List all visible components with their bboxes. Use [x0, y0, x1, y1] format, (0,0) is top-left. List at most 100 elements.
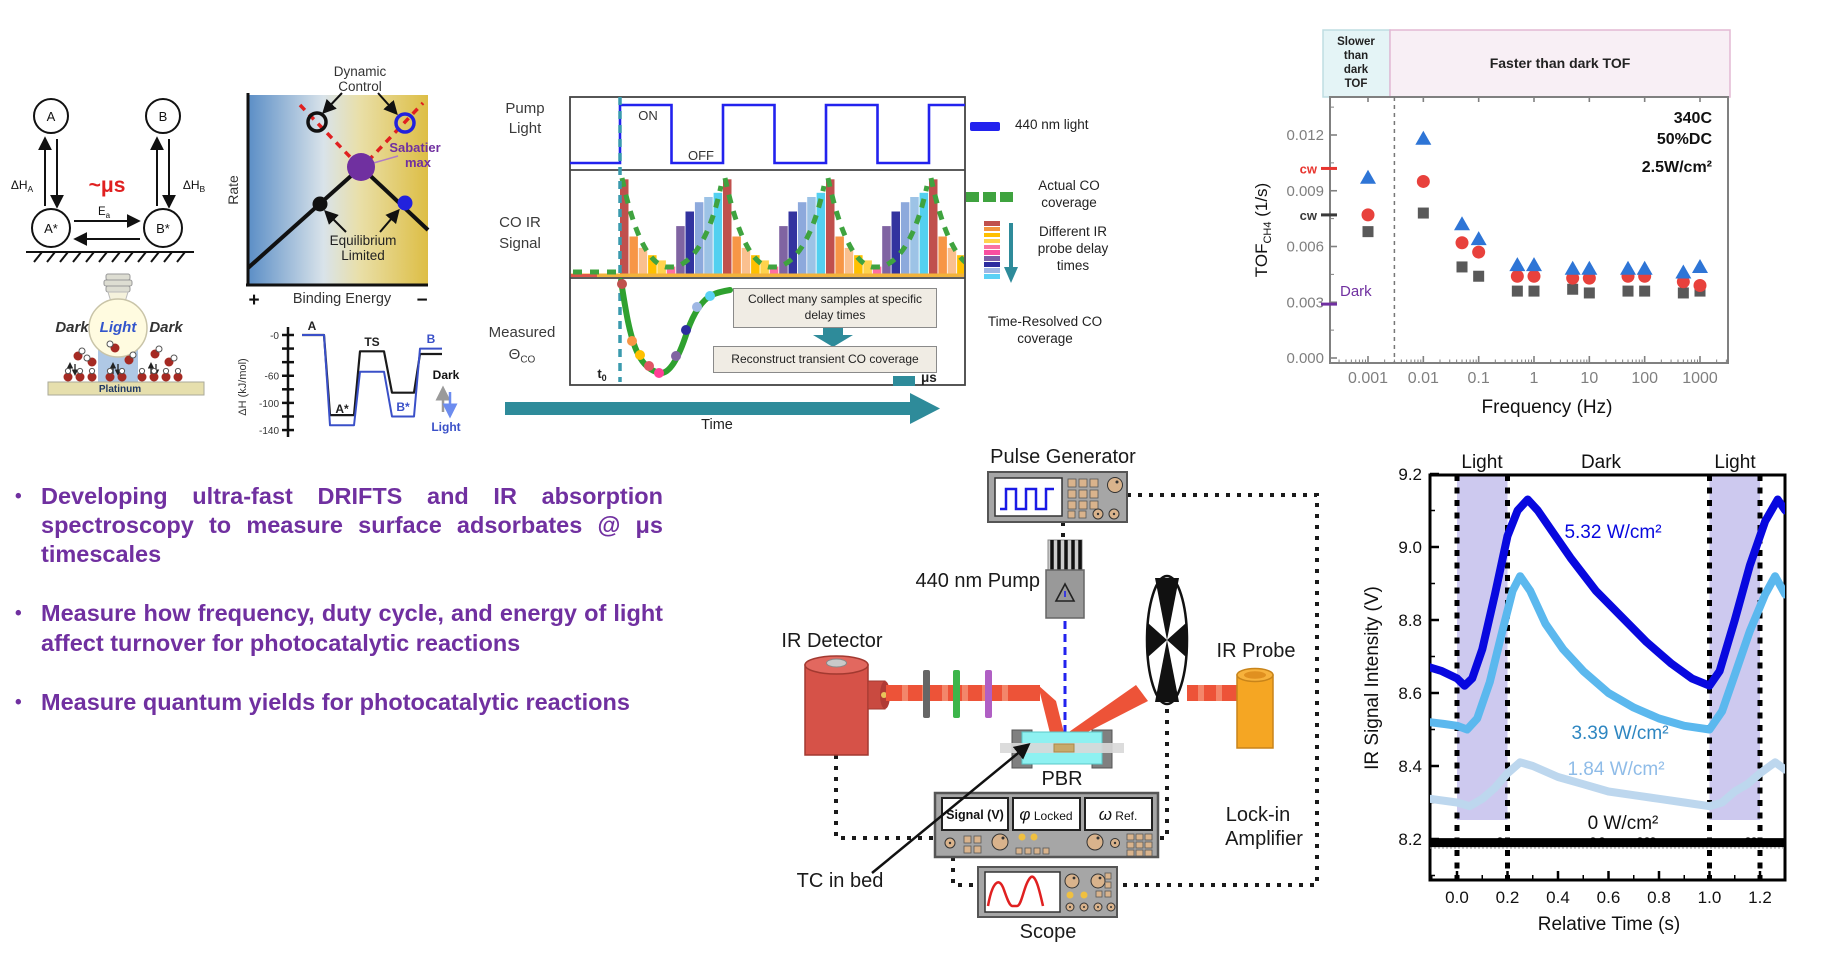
- x-tick-label: 0.1: [1468, 370, 1490, 387]
- delay-sample-dot: [635, 350, 645, 360]
- legend-delay-line3: times: [1056, 257, 1090, 273]
- light-band: [1709, 475, 1760, 820]
- surface-hatching: [26, 251, 194, 263]
- energy-diagram: -0-60-100-140 ΔH (kJ/mol) A TS B A* B* D…: [237, 319, 461, 437]
- y-tick-label: 0.006: [1286, 239, 1324, 256]
- co-bar: [929, 179, 938, 276]
- legend-actual-line1: Actual CO: [1038, 178, 1100, 193]
- co-bar: [891, 211, 900, 276]
- volcano-curves: [246, 92, 430, 270]
- data-point-circle: [1676, 275, 1690, 289]
- reference-label: cw: [1300, 208, 1318, 223]
- x-tick-label: 0.8: [1647, 888, 1671, 907]
- envelope-cycle: [619, 177, 724, 270]
- dark-right-label: Dark: [149, 319, 183, 336]
- reconstruct-box: Reconstruct transient CO coverage: [713, 346, 937, 373]
- co-baseline: [571, 273, 964, 277]
- data-point-circle: [1693, 279, 1707, 293]
- pbr-label: PBR: [1041, 768, 1082, 790]
- pump-light-waveform: [570, 103, 965, 165]
- state-b-label: B: [159, 109, 168, 124]
- tof-frame: [1329, 96, 1729, 364]
- lockin-display-signal: Signal (V): [946, 808, 1004, 822]
- data-point-circle: [1510, 269, 1524, 283]
- dynamic-point-dark: [306, 111, 328, 133]
- energy-tick-label: -0: [270, 331, 279, 342]
- series-1.84 W/cm²: [1430, 758, 1785, 811]
- measured-row-label-1: Measured: [489, 324, 556, 341]
- delay-color-swatch: [984, 268, 1000, 273]
- legend-resolved-label: Time-Resolved CO coverage: [970, 314, 1120, 348]
- sabatier-max-point: [347, 153, 375, 181]
- faster-band: [1389, 29, 1731, 98]
- tof-plot: Slower than dark TOF Faster than dark TO…: [1252, 29, 1731, 418]
- volcano-axes: [246, 93, 428, 287]
- dynamic-control-label-2: Control: [338, 79, 382, 94]
- ir-probe-label: IR Probe: [1217, 640, 1296, 662]
- black-trace-bump: [1598, 837, 1606, 845]
- tc-label: TC in bed: [797, 870, 884, 892]
- lockin-label-2: Amplifier: [1225, 828, 1303, 850]
- data-point-square: [1417, 207, 1429, 219]
- data-point-square: [1639, 285, 1651, 297]
- actual-coverage-envelope: [573, 177, 964, 275]
- legend-resolved-line1: Time-Resolved CO: [987, 314, 1103, 329]
- data-point-triangle: [1415, 130, 1432, 145]
- black-trace-bump: [1636, 837, 1644, 845]
- y-tick-label: 0.003: [1286, 294, 1324, 311]
- tof-annotation-temp: 340C: [1674, 110, 1713, 127]
- delay-color-swatch: [984, 226, 1000, 232]
- data-point-triangle: [1691, 258, 1708, 273]
- data-point-square: [1528, 285, 1540, 297]
- y-tick-label: 9.0: [1398, 538, 1422, 557]
- ir-top-light-1: Light: [1461, 452, 1503, 473]
- x-tick-label: 1.2: [1748, 888, 1772, 907]
- tof-ylabel: TOFCH4 (1/s): [1252, 183, 1274, 277]
- data-point-square: [1622, 285, 1634, 297]
- energy-a-label: A: [308, 319, 317, 333]
- co-bar: [872, 266, 882, 276]
- pulse-generator: [987, 471, 1128, 523]
- bullet-text-3: Measure quantum yields for photocatalyti…: [41, 688, 630, 715]
- y-tick-label: 8.2: [1398, 830, 1422, 849]
- bullet-item-2: • Measure how frequency, duty cycle, and…: [15, 599, 663, 657]
- ir-probe: [1236, 667, 1274, 749]
- data-point-triangle: [1454, 216, 1471, 231]
- co-bar: [957, 255, 964, 276]
- legend-actual-label: Actual CO coverage: [1014, 178, 1124, 212]
- delay-color-swatch: [984, 221, 1000, 226]
- data-point-triangle: [1636, 260, 1653, 275]
- ir-top-dark: Dark: [1581, 452, 1622, 473]
- black-trace-bump: [1496, 837, 1504, 845]
- data-point-square: [1677, 287, 1689, 299]
- apparatus-diagram: Pulse Generator 440 nm Pump IR Detector: [781, 446, 1319, 943]
- data-point-circle: [1566, 271, 1580, 285]
- co-bar: [704, 197, 713, 276]
- x-tick-label: 10: [1580, 370, 1598, 387]
- volcano-ylabel: Rate: [225, 175, 241, 205]
- series-label: 3.39 W/cm²: [1571, 723, 1668, 744]
- data-point-triangle: [1525, 257, 1542, 272]
- x-tick-label: 0.2: [1496, 888, 1520, 907]
- y-tick-label: 8.4: [1398, 757, 1422, 776]
- series-3.39 W/cm²: [1430, 572, 1785, 734]
- pulse-generator-label: Pulse Generator: [990, 446, 1136, 468]
- equilibrium-label-1: Equilibrium: [330, 233, 397, 248]
- co-bar: [694, 202, 704, 276]
- co-bar: [797, 202, 807, 276]
- envelope-cycle: [825, 177, 930, 270]
- co-bar: [788, 211, 797, 276]
- y-tick-label: 8.6: [1398, 684, 1422, 703]
- delay-sample-dot: [671, 351, 681, 361]
- light-label: Light: [100, 319, 138, 336]
- delay-color-swatch: [984, 256, 1000, 261]
- lock-in-amplifier: [933, 791, 1160, 859]
- co-bar: [844, 247, 854, 276]
- pump-light-row-label-2: Light: [509, 120, 542, 137]
- state-a-label: A: [47, 109, 56, 124]
- delay-sample-dot: [627, 336, 637, 346]
- adsorbate-molecules: [63, 340, 183, 382]
- data-point-circle: [1472, 245, 1486, 259]
- dynamic-point-light: [394, 112, 416, 134]
